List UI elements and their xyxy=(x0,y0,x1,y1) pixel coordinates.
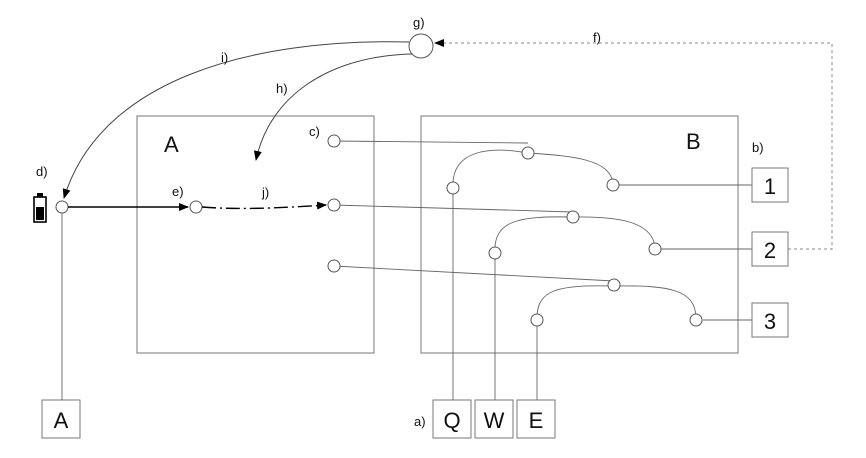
label-f: f) xyxy=(593,30,601,45)
node-arc1-right xyxy=(606,178,620,192)
arrow-j xyxy=(201,201,327,210)
node-arc2-top xyxy=(566,210,580,224)
input-box-q xyxy=(432,399,472,439)
block-b-title: B xyxy=(686,129,701,154)
arrow-f xyxy=(434,39,833,250)
input-box-e xyxy=(516,399,556,439)
input-label-e: E xyxy=(529,408,544,433)
label-c: c) xyxy=(309,124,320,139)
node-low xyxy=(327,259,341,273)
node-g xyxy=(408,33,434,59)
output-label-2: 2 xyxy=(764,238,776,263)
label-h: h) xyxy=(276,81,288,96)
node-arc3-top xyxy=(607,278,621,292)
label-g: g) xyxy=(413,15,425,30)
block-a-title: A xyxy=(164,132,179,157)
output-box-1 xyxy=(751,167,789,203)
battery-icon xyxy=(33,193,47,223)
node-arc2-left xyxy=(488,246,502,260)
label-i: i) xyxy=(221,50,228,65)
block-b xyxy=(420,115,739,354)
node-arc3-right xyxy=(689,313,703,327)
output-box-2 xyxy=(751,231,789,267)
node-arc2-right xyxy=(648,242,662,256)
label-a: a) xyxy=(414,414,426,429)
output-label-3: 3 xyxy=(764,309,776,334)
wire-low xyxy=(333,265,615,282)
arrow-h xyxy=(253,53,413,161)
output-label-1: 1 xyxy=(764,174,776,199)
label-b: b) xyxy=(752,140,764,155)
source-label-a: A xyxy=(54,408,69,433)
node-d xyxy=(55,200,69,214)
node-arc1-top xyxy=(521,146,535,160)
node-j-target xyxy=(327,198,341,212)
wire-c-top xyxy=(333,140,529,144)
input-label-q: Q xyxy=(443,408,460,433)
arrow-i xyxy=(62,41,410,199)
wire-mid xyxy=(333,204,574,213)
node-c xyxy=(327,134,341,148)
source-box-a xyxy=(41,399,81,439)
label-e: e) xyxy=(172,184,184,199)
label-j: j) xyxy=(261,185,269,200)
node-e xyxy=(189,200,203,214)
input-label-w: W xyxy=(484,408,505,433)
label-d: d) xyxy=(36,164,48,179)
output-box-3 xyxy=(751,302,789,338)
input-box-w xyxy=(474,399,514,439)
node-arc3-left xyxy=(530,313,544,327)
node-arc1-left xyxy=(446,181,460,195)
